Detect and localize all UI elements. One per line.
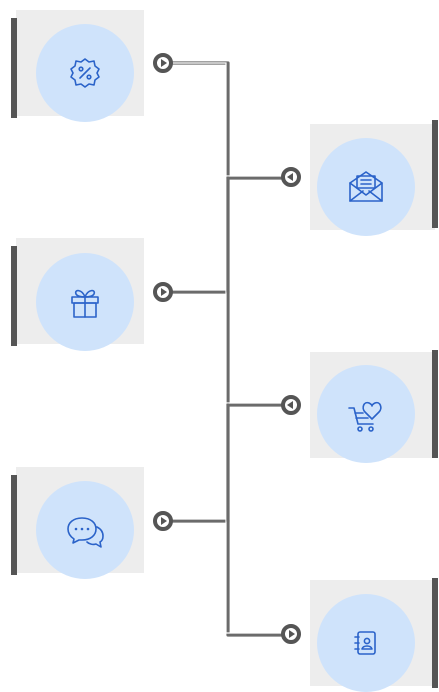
node-wishlist-cart (310, 350, 438, 463)
contact-book-icon (354, 631, 376, 655)
connector-gift-to-cart (163, 290, 292, 407)
connector-discount-highlight (165, 62, 290, 177)
node-gift (11, 238, 144, 351)
cart-heart-icon (348, 401, 382, 432)
output-port-chat (153, 511, 173, 531)
output-port-discount (153, 53, 173, 73)
node-circle (317, 138, 415, 236)
node-accent-bar (432, 120, 438, 228)
node-accent-bar (432, 578, 438, 688)
node-chat (11, 467, 144, 579)
node-accent-bar (11, 475, 17, 575)
connector-chat-highlight (165, 518, 290, 634)
node-circle (36, 481, 134, 579)
node-accent-bar (11, 18, 17, 118)
node-accent-bar (11, 246, 17, 346)
connector-discount-to-newsletter (163, 61, 292, 180)
node-accent-bar (432, 350, 438, 458)
input-port-cart (281, 395, 301, 415)
input-port-newsletter (281, 167, 301, 187)
chat-bubbles-icon (67, 517, 104, 548)
connector-gift-highlight (165, 289, 290, 404)
connector-chat-to-contacts (163, 519, 292, 637)
gift-icon (71, 289, 99, 318)
mail-envelope-icon (349, 171, 383, 202)
node-newsletter (310, 120, 438, 236)
discount-badge-icon (70, 58, 100, 88)
input-port-contacts (281, 624, 301, 644)
connector-lines (163, 61, 292, 637)
node-discount (11, 10, 144, 122)
node-contacts (310, 578, 438, 692)
output-port-gift (153, 282, 173, 302)
